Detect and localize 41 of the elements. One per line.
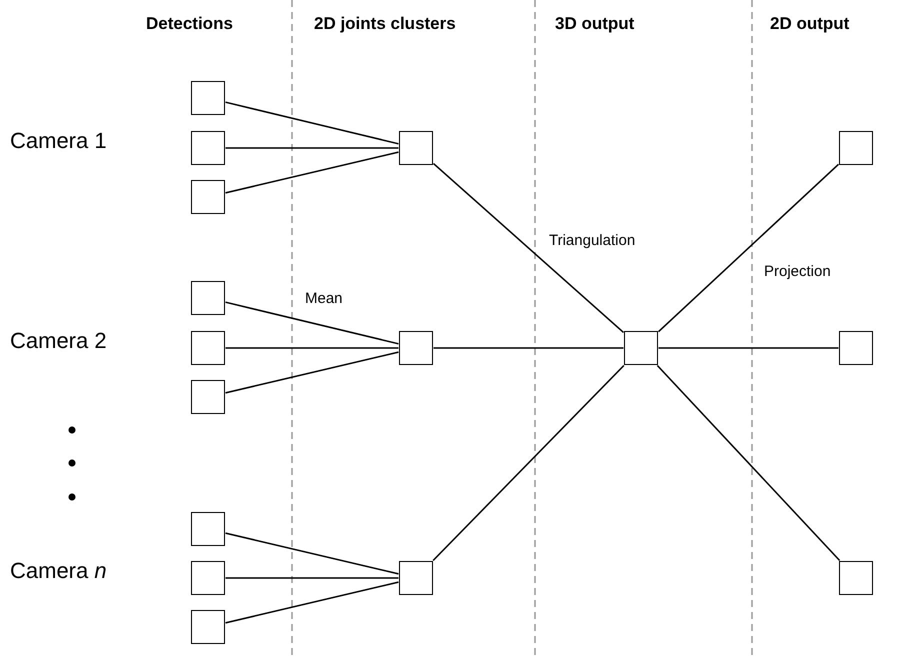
column-header: 3D output [555, 14, 634, 34]
empty-box [399, 561, 433, 595]
connector-line [434, 347, 624, 349]
empty-box [191, 380, 225, 414]
connector-line [225, 151, 399, 194]
camera-label: Camera n [10, 558, 107, 584]
column-header: Detections [146, 14, 233, 34]
step-label: Projection [764, 263, 831, 280]
connector-line [226, 347, 398, 349]
connector-line [432, 364, 624, 562]
empty-box [191, 281, 225, 315]
empty-box [191, 180, 225, 214]
column-header: 2D output [770, 14, 850, 34]
empty-box [191, 561, 225, 595]
empty-box [191, 610, 225, 644]
empty-box [839, 131, 873, 165]
step-label: Triangulation [549, 232, 636, 249]
connector-line [226, 147, 398, 149]
connector-line [658, 347, 838, 349]
empty-box [191, 131, 225, 165]
connector-line [225, 581, 399, 624]
empty-box [399, 331, 433, 365]
empty-box [624, 331, 658, 365]
connector-line [656, 364, 840, 562]
connector-line [226, 577, 398, 579]
camera-label: Camera 2 [10, 328, 107, 354]
step-label: Mean [305, 290, 343, 307]
connector-line [225, 301, 399, 345]
connector-line [433, 163, 624, 333]
empty-box [191, 331, 225, 365]
camera-label: Camera 1 [10, 128, 107, 154]
connector-line [225, 532, 399, 575]
empty-box [839, 561, 873, 595]
empty-box [191, 512, 225, 546]
connector-line [225, 101, 399, 145]
empty-box [191, 81, 225, 115]
column-header: 2D joints clusters [314, 14, 456, 34]
empty-box [399, 131, 433, 165]
connector-line [658, 164, 840, 332]
empty-box [839, 331, 873, 365]
connector-line [225, 351, 399, 394]
